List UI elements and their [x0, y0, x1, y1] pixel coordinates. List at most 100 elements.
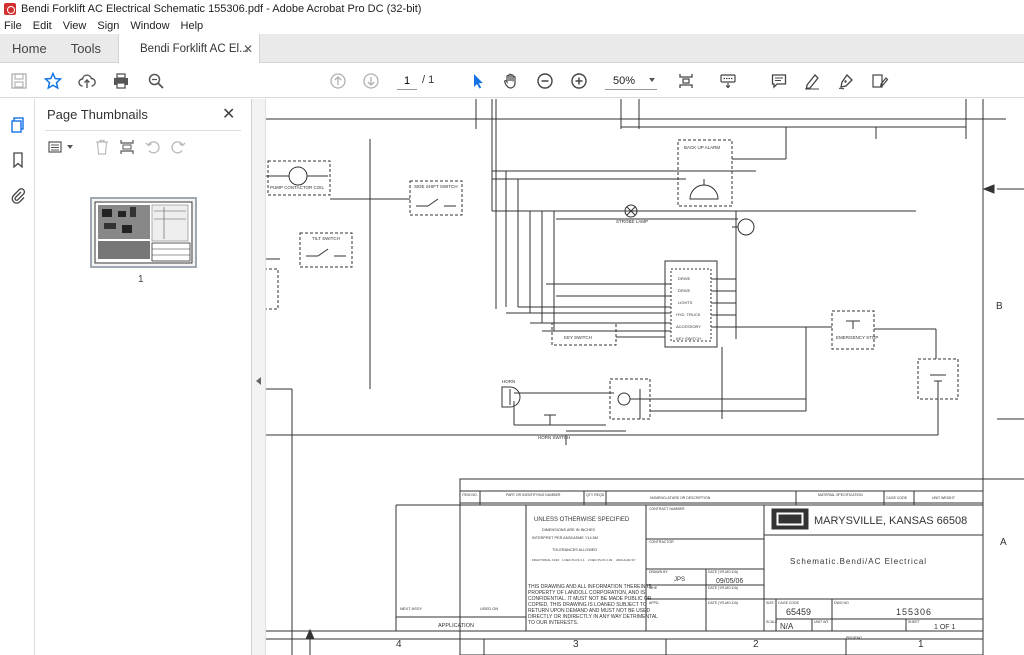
tb-proprietary: PROPERTY OF LANDOLL CORPORATION, AND IS: [528, 590, 646, 596]
zone-label: 1: [918, 639, 924, 650]
zoom-level-select[interactable]: 50%: [605, 72, 657, 90]
tb-sheet-label: SHEET: [908, 620, 921, 624]
zoom-in-icon[interactable]: [568, 70, 590, 92]
title-bar: Bendi Forklift AC Electrical Schematic 1…: [0, 0, 1024, 18]
zoom-out-icon[interactable]: [534, 70, 556, 92]
tb-proprietary: DIRECTLY OR INDIRECTLY IN ANY WAY DETRIM…: [528, 614, 658, 620]
comment-icon[interactable]: [768, 70, 790, 92]
tb-application: APPLICATION: [438, 623, 474, 629]
fill-sign-icon[interactable]: [869, 70, 891, 92]
document-view[interactable]: PUMP CONTACTOR COIL SIDE SHIFT SWITCH TI…: [266, 99, 1024, 655]
page-thumbnail[interactable]: [90, 197, 197, 268]
page-number-input[interactable]: [397, 72, 417, 90]
extract-page-icon[interactable]: [118, 138, 136, 156]
page-thumbnails-icon[interactable]: [8, 115, 28, 135]
tb-used-on: USED ON: [480, 606, 498, 611]
zone-label: 4: [396, 639, 402, 650]
menu-bar: File Edit View Sign Window Help: [0, 18, 1024, 34]
tab-bar: Home Tools Bendi Forklift AC El... ✕: [0, 34, 1024, 64]
menu-help[interactable]: Help: [180, 20, 204, 32]
tab-tools[interactable]: Tools: [70, 40, 102, 56]
tb-unit-wt: UNIT WT.: [814, 620, 829, 624]
tb-proprietary: THIS DRAWING AND ALL INFORMATION THEREIN…: [528, 584, 652, 590]
sign-pen-icon[interactable]: [835, 70, 857, 92]
menu-view[interactable]: View: [62, 20, 87, 32]
menu-window[interactable]: Window: [130, 20, 170, 32]
tb-date-value: 09/05/06: [716, 578, 743, 585]
tb-material: MATERIAL SPECIFICATION: [818, 493, 863, 497]
highlight-pen-icon[interactable]: [801, 70, 823, 92]
tb-drawing-title: Schematic.Bendi/AC Electrical: [790, 557, 927, 566]
tb-dwg-no-label: DWG NO: [834, 601, 849, 605]
menu-sign[interactable]: Sign: [97, 20, 120, 32]
horn-switch-label: HORN SWITCH: [538, 435, 570, 440]
thumbnails-panel: Page Thumbnails ✕: [35, 99, 252, 655]
emergency-stop-label: EMERGENCY STOP: [836, 335, 878, 340]
tb-appd: APPD.: [649, 601, 660, 605]
tb-dims: DIMENSIONS ARE IN INCHES: [542, 528, 595, 532]
zone-label: 3: [573, 639, 579, 650]
tb-cage-label: CAGE CODE: [778, 601, 800, 605]
schematic-drawing: PUMP CONTACTOR COIL SIDE SHIFT SWITCH TI…: [266, 99, 1024, 655]
connector-pin-label: DRIVE: [678, 276, 691, 281]
tb-proprietary: RETURN UPON DEMAND AND MUST NOT BE USED: [528, 608, 650, 614]
tb-tolerances: TOLERANCES ALLOWED: [552, 548, 597, 552]
close-panel-icon[interactable]: ✕: [222, 106, 236, 123]
panel-collapse-handle[interactable]: [252, 99, 266, 655]
save-icon[interactable]: [8, 70, 30, 92]
select-arrow-icon[interactable]: [467, 70, 489, 92]
tb-size-value: N/A: [780, 622, 794, 631]
connector-pin-label: DRIVE: [678, 288, 691, 293]
close-tab-icon[interactable]: ✕: [242, 42, 253, 56]
tb-next-assy: NEXT ASSY: [400, 606, 422, 611]
tb-drawn-by-value: JPS: [674, 577, 685, 583]
find-zoom-icon[interactable]: [145, 70, 167, 92]
navigation-rail: [0, 99, 35, 655]
menu-edit[interactable]: Edit: [32, 20, 52, 32]
tb-item-no: ITEM NO.: [462, 493, 478, 497]
window-title: Bendi Forklift AC Electrical Schematic 1…: [21, 3, 422, 15]
menu-file[interactable]: File: [4, 20, 22, 32]
connector-pin-label: KEY SWITCH: [676, 336, 701, 341]
zoom-level-value: 50%: [613, 74, 636, 87]
tab-home[interactable]: Home: [12, 40, 47, 56]
pump-contactor-label: PUMP CONTACTOR COIL: [270, 185, 325, 190]
print-icon[interactable]: [110, 70, 132, 92]
attachment-icon[interactable]: [8, 185, 28, 205]
tb-cage-value: 65459: [786, 607, 811, 617]
tb-tol-1: 1 DEC PLCS ±.1: [562, 558, 585, 562]
tb-ishe: ISHE: [649, 586, 658, 590]
tb-location: MARYSVILLE, KANSAS 66508: [814, 515, 967, 527]
main-toolbar: / 1 50%: [0, 63, 1024, 98]
fit-page-icon[interactable]: [675, 70, 697, 92]
zone-b-label: B: [996, 301, 1003, 312]
side-shift-label: SIDE SHIFT SWITCH: [414, 184, 458, 189]
chevron-down-icon: [649, 78, 655, 82]
tb-dwg-no-value: 155306: [896, 607, 932, 617]
tab-document[interactable]: Bendi Forklift AC El... ✕: [118, 34, 260, 64]
delete-page-icon[interactable]: [93, 138, 111, 156]
tb-cage-code: CAGE CODE: [886, 496, 908, 500]
thumbnail-options-icon[interactable]: [47, 138, 65, 156]
keyboard-icon[interactable]: [717, 70, 739, 92]
tb-proprietary: COPIED. THIS DRAWING IS LOANED SUBJECT T…: [528, 602, 647, 608]
tb-tol-2: 2 DEC PLCS ±.03: [588, 558, 612, 562]
prev-page-icon[interactable]: [327, 70, 349, 92]
back-up-alarm-label: BACK UP ALARM: [684, 145, 720, 150]
bookmark-icon[interactable]: [8, 150, 28, 170]
panel-toolbar: [45, 130, 241, 161]
chevron-down-icon[interactable]: [65, 138, 75, 156]
tb-proj: PRO/ENG: [846, 636, 862, 640]
rotate-right-icon[interactable]: [169, 138, 187, 156]
tb-tol-frac: FRACTIONAL ±1/16: [532, 558, 560, 562]
hand-tool-icon[interactable]: [500, 70, 522, 92]
next-page-icon[interactable]: [360, 70, 382, 92]
tb-contractor: CONTRACTOR: [649, 540, 674, 544]
share-cloud-icon[interactable]: [76, 70, 98, 92]
rotate-left-icon[interactable]: [144, 138, 162, 156]
tb-part-no: PART OR IDENTIFYING NUMBER: [506, 493, 561, 497]
star-icon[interactable]: [42, 70, 64, 92]
connector-pin-label: LIGHTS: [678, 300, 693, 305]
key-switch-label: KEY SWITCH: [564, 335, 592, 340]
tb-qty: QTY REQD: [586, 493, 605, 497]
